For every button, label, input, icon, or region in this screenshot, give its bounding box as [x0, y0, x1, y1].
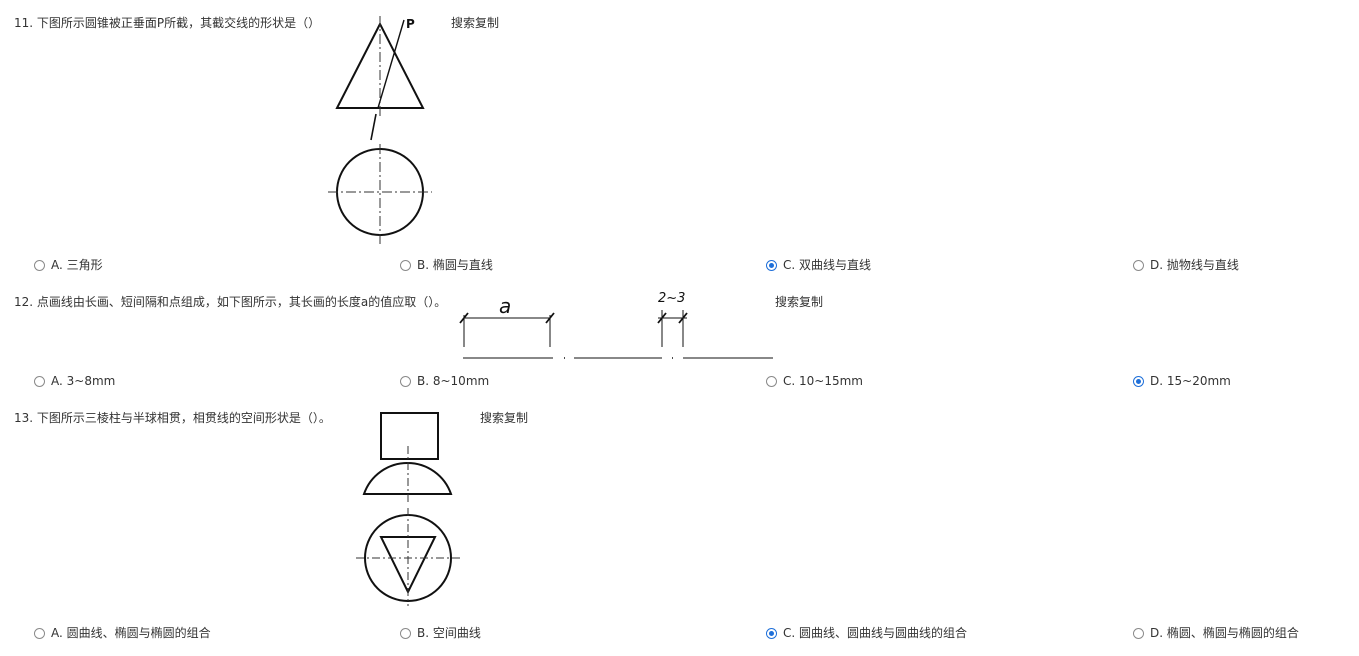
- figure-cone-section: P: [320, 12, 450, 248]
- radio-icon[interactable]: [1133, 627, 1144, 639]
- question-13-text: 13. 下图所示三棱柱与半球相贯，相贯线的空间形状是（）。: [14, 411, 331, 425]
- radio-icon[interactable]: [400, 627, 411, 639]
- search-copy-button-12[interactable]: 搜索复制: [775, 295, 824, 309]
- question-12-text: 12. 点画线由长画、短间隔和点组成，如下图所示，其长画的长度a的值应取（）。: [14, 295, 447, 309]
- figure-dash-dot-line: a 2~3: [459, 291, 773, 359]
- gap-label: 2~3: [658, 291, 685, 306]
- option-label: C. 双曲线与直线: [783, 258, 872, 272]
- cutting-plane-line: [377, 19, 405, 109]
- option-label: A. 圆曲线、椭圆与椭圆的组合: [51, 626, 211, 640]
- tick: [678, 312, 688, 324]
- radio-icon[interactable]: [34, 259, 45, 271]
- q13-option-b[interactable]: B. 空间曲线: [400, 625, 481, 641]
- tick: [657, 312, 667, 324]
- q12-option-b[interactable]: B. 8~10mm: [400, 373, 489, 389]
- hemisphere-front-view: [362, 462, 453, 495]
- option-label: C. 圆曲线、圆曲线与圆曲线的组合: [783, 626, 968, 640]
- radio-icon[interactable]: [1133, 259, 1144, 271]
- prism-front-view: [380, 412, 439, 460]
- radio-icon[interactable]: [34, 627, 45, 639]
- radio-icon[interactable]: [400, 259, 411, 271]
- option-label: B. 空间曲线: [417, 626, 481, 640]
- figure-prism-hemisphere: [356, 412, 462, 606]
- cutting-plane-trace: [370, 113, 377, 141]
- search-copy-button-11[interactable]: 搜索复制: [451, 16, 500, 30]
- option-label: B. 8~10mm: [417, 374, 490, 388]
- radio-checked-icon[interactable]: [766, 627, 777, 639]
- tick: [545, 312, 555, 324]
- search-copy-button-13[interactable]: 搜索复制: [480, 411, 529, 425]
- option-label: A. 3~8mm: [51, 374, 116, 388]
- radio-checked-icon[interactable]: [766, 259, 777, 271]
- q11-option-d[interactable]: D. 抛物线与直线: [1133, 257, 1239, 273]
- q11-option-c[interactable]: C. 双曲线与直线: [766, 257, 871, 273]
- q12-option-d[interactable]: D. 15~20mm: [1133, 373, 1231, 389]
- option-label: A. 三角形: [51, 258, 103, 272]
- radio-icon[interactable]: [400, 375, 411, 387]
- radio-checked-icon[interactable]: [1133, 375, 1144, 387]
- q13-option-a[interactable]: A. 圆曲线、椭圆与椭圆的组合: [34, 625, 211, 641]
- option-label: B. 椭圆与直线: [417, 258, 493, 272]
- q11-option-b[interactable]: B. 椭圆与直线: [400, 257, 493, 273]
- option-label: C. 10~15mm: [783, 374, 863, 388]
- option-label: D. 椭圆、椭圆与椭圆的组合: [1150, 626, 1299, 640]
- q12-option-c[interactable]: C. 10~15mm: [766, 373, 863, 389]
- length-label-a: a: [499, 294, 511, 318]
- q12-option-a[interactable]: A. 3~8mm: [34, 373, 115, 389]
- q11-option-a[interactable]: A. 三角形: [34, 257, 103, 273]
- q13-option-c[interactable]: C. 圆曲线、圆曲线与圆曲线的组合: [766, 625, 967, 641]
- plane-label: P: [406, 17, 415, 31]
- option-label: D. 15~20mm: [1150, 374, 1231, 388]
- tick: [459, 312, 469, 324]
- figure-background: [320, 12, 450, 248]
- radio-icon[interactable]: [766, 375, 777, 387]
- q13-option-d[interactable]: D. 椭圆、椭圆与椭圆的组合: [1133, 625, 1299, 641]
- option-label: D. 抛物线与直线: [1150, 258, 1239, 272]
- radio-icon[interactable]: [34, 375, 45, 387]
- question-11-text: 11. 下图所示圆锥被正垂面P所截，其截交线的形状是（）: [14, 16, 321, 30]
